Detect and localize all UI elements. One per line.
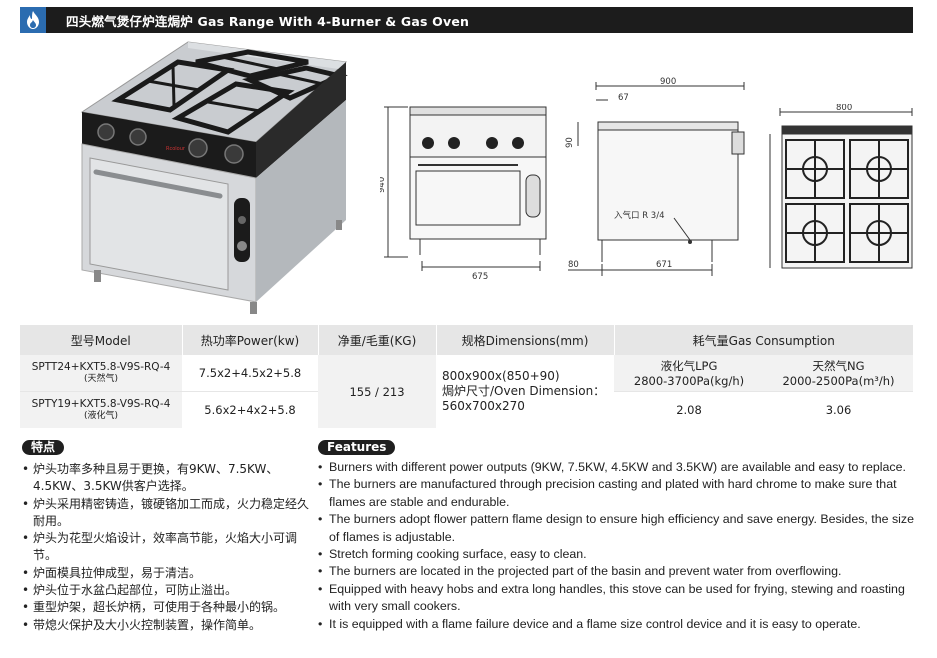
spec-table: 型号Model 热功率Power(kw) 净重/毛重(KG) 规格Dimensi…	[20, 325, 913, 428]
side-foot-label: 80	[568, 260, 579, 270]
side-view-drawing: 900 67 90 入气口 R 3/4 80 671	[565, 77, 745, 276]
features-cn-list: 炉头功率多种且易于更换，有9KW、7.5KW、4.5KW、3.5KW供客户选择。…	[22, 461, 312, 634]
model-gas-type: (天然气)	[83, 374, 119, 384]
list-item: 炉头功率多种且易于更换，有9KW、7.5KW、4.5KW、3.5KW供客户选择。	[22, 461, 312, 496]
front-view-drawing: 940 675	[380, 106, 547, 280]
list-item: It is equipped with a flame failure devi…	[318, 616, 918, 634]
col-power: 热功率Power(kw)	[182, 325, 319, 355]
side-offset-label: 67	[618, 93, 629, 103]
ng-value: 3.06	[764, 391, 913, 428]
power-cell: 5.6x2+4x2+5.8	[182, 391, 318, 428]
col-weight: 净重/毛重(KG)	[318, 325, 437, 355]
model-gas-type: (液化气)	[83, 411, 119, 421]
top-rear-label: 150	[764, 242, 765, 258]
list-item: Stretch forming cooking surface, easy to…	[318, 546, 918, 564]
lpg-header-cell: 液化气LPG 2800-3700Pa(kg/h)	[614, 355, 764, 392]
flame-icon	[20, 7, 46, 33]
side-total-label: 900	[660, 77, 676, 87]
lpg-value: 2.08	[614, 391, 764, 428]
ng-pressure: 2000-2500Pa(m³/h)	[782, 374, 895, 388]
col-gas: 耗气量Gas Consumption	[614, 325, 913, 355]
list-item: 炉面模具拉伸成型，易于清洁。	[22, 565, 312, 583]
brand-label: Rcolour	[166, 146, 186, 152]
model-name: SPTY19+KXT5.8-V9S-RQ-4	[31, 398, 171, 410]
list-item: Equipped with heavy hobs and extra long …	[318, 581, 918, 616]
list-item: 炉头为花型火焰设计，效率高节能，火焰大小可调节。	[22, 530, 312, 565]
col-dimensions: 规格Dimensions(mm)	[436, 325, 615, 355]
lpg-label: 液化气LPG	[660, 359, 718, 373]
power-cell: 7.5x2+4.5x2+5.8	[198, 366, 302, 380]
dimensions-oven: 560x700x270	[442, 399, 525, 413]
top-depth-label: 700	[764, 172, 765, 188]
list-item: The burners are located in the projected…	[318, 563, 918, 581]
top-view-drawing: 800 700 150	[764, 104, 913, 269]
model-name: SPTT24+KXT5.8-V9S-RQ-4	[31, 361, 171, 373]
dimensions-cell: 800x900x(850+90) 焗炉尺寸/Oven Dimension： 56…	[436, 355, 614, 428]
features-en-title: Features	[318, 440, 396, 455]
list-item: 带熄火保护及大小火控制装置，操作简单。	[22, 617, 312, 635]
model-cell: SPTY19+KXT5.8-V9S-RQ-4 (液化气)	[20, 391, 182, 428]
ng-label: 天然气NG	[812, 359, 865, 373]
front-height-label: 940	[380, 177, 387, 193]
list-item: 炉头采用精密铸造，镀硬铬加工而成，火力稳定经久耐用。	[22, 496, 312, 531]
front-width-label: 675	[472, 272, 488, 280]
side-body-label: 671	[656, 260, 672, 270]
dimensions-overall: 800x900x(850+90)	[442, 369, 560, 383]
gas-inlet-label: 入气口 R 3/4	[614, 210, 665, 221]
page-title: 四头燃气煲仔炉连焗炉 Gas Range With 4-Burner & Gas…	[66, 13, 470, 29]
list-item: The burners are manufactured through pre…	[318, 476, 918, 511]
top-width-label: 800	[836, 104, 852, 113]
features-cn-title: 特点	[22, 440, 65, 455]
header-bar: 四头燃气煲仔炉连焗炉 Gas Range With 4-Burner & Gas…	[20, 7, 913, 33]
list-item: 重型炉架，超长炉柄，可使用于各种最小的锅。	[22, 599, 312, 617]
col-model: 型号Model	[20, 325, 183, 355]
list-item: Burners with different power outputs (9K…	[318, 459, 918, 477]
weight-cell: 155 / 213	[318, 355, 436, 428]
features-en-list: Burners with different power outputs (9K…	[318, 459, 918, 633]
table-row: SPTT24+KXT5.8-V9S-RQ-4 (天然气) 7.5x2+4.5x2…	[20, 355, 913, 428]
list-item: The burners adopt flower pattern flame d…	[318, 511, 918, 546]
product-photo: Rcolour	[80, 41, 348, 314]
lpg-pressure: 2800-3700Pa(kg/h)	[633, 374, 745, 388]
list-item: 炉头位于水盆凸起部位，可防止溢出。	[22, 582, 312, 600]
model-cell: SPTT24+KXT5.8-V9S-RQ-4 (天然气)	[20, 355, 182, 392]
table-row: SPTY19+KXT5.8-V9S-RQ-4 (液化气) 5.6x2+4x2+5…	[20, 391, 913, 428]
ng-header-cell: 天然气NG 2000-2500Pa(m³/h)	[764, 355, 913, 392]
dimensions-oven-label: 焗炉尺寸/Oven Dimension：	[442, 384, 606, 398]
side-top-height-label: 90	[565, 137, 575, 148]
